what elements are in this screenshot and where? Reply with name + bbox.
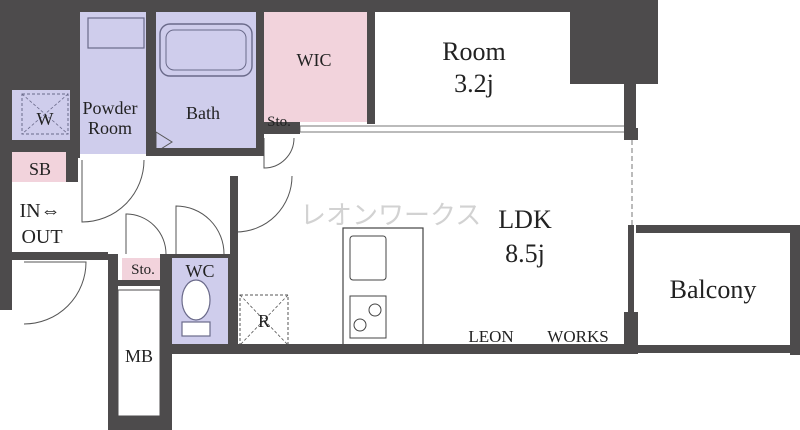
toilet-tank	[181, 321, 211, 337]
entrance-label-1: IN⇔	[19, 200, 60, 222]
shoe-box-area	[12, 152, 68, 182]
storage-lower-area	[122, 258, 164, 280]
shoe-box-label: SB	[29, 159, 51, 179]
entrance-label-2: OUT	[21, 226, 62, 248]
kitchen-sink	[349, 235, 387, 281]
washer-pan	[21, 93, 69, 135]
wc-label: WC	[186, 261, 215, 281]
powder-room-area	[70, 12, 150, 154]
refrigerator-cross-a	[239, 294, 289, 346]
meter-box-label: MB	[125, 346, 153, 366]
watermark-text: レオンワークス	[300, 201, 481, 231]
powder-room-door	[81, 159, 145, 223]
entrance-door	[23, 261, 87, 325]
bath-label: Bath	[186, 103, 220, 123]
footer-left-text: LEON	[468, 327, 513, 346]
room-name: Room	[442, 37, 506, 66]
kitchen-counter	[342, 227, 424, 347]
wic-label: WIC	[297, 50, 332, 70]
sto-door	[263, 137, 295, 169]
ldk-door	[235, 175, 293, 233]
vanity	[87, 17, 145, 49]
cooktop	[349, 295, 387, 339]
burner-1	[353, 318, 367, 332]
ldk-size: 8.5j	[505, 239, 545, 268]
burner-2	[368, 303, 382, 317]
refrigerator-label: R	[258, 311, 270, 331]
washer-label: W	[37, 109, 54, 129]
washer-pan-cross-b	[21, 93, 69, 135]
storage-upper-label: Sto.	[267, 114, 291, 130]
footer-right-text: WORKS	[547, 327, 608, 346]
storage-lower-label: Sto.	[131, 262, 155, 278]
ldk-name: LDK	[498, 205, 552, 234]
bath-area	[150, 12, 260, 150]
toilet-bowl	[181, 279, 211, 321]
refrigerator-cross-b	[239, 294, 289, 346]
meter-box	[117, 289, 161, 417]
powder-room-label-1: Powder	[83, 98, 138, 118]
bathtub	[159, 23, 253, 77]
room-partition-window	[299, 125, 631, 133]
room-size: 3.2j	[454, 69, 494, 98]
balcony-label: Balcony	[670, 275, 757, 304]
powder-room-label-2: Room	[88, 118, 132, 138]
bathtub-inner	[165, 29, 247, 71]
wic-area	[260, 12, 370, 122]
wc-door	[175, 205, 225, 255]
storage-door	[125, 213, 167, 255]
